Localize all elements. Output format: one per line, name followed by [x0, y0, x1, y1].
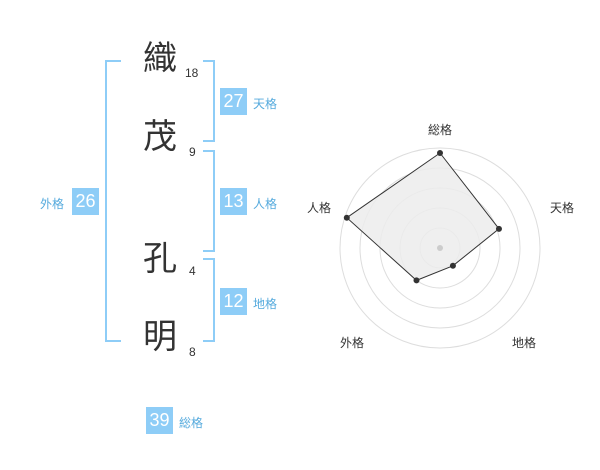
- gaikaku-label: 外格: [40, 197, 65, 211]
- name-char-3: 孔: [143, 239, 177, 279]
- name-char-3-strokes: 4: [189, 264, 196, 278]
- name-char-4-strokes: 8: [189, 345, 196, 359]
- radar-center-dot: [437, 245, 443, 251]
- chikaku-label: 地格: [253, 297, 278, 311]
- radar-point-soukaku: [437, 150, 443, 156]
- jinkaku-value: 13: [220, 188, 247, 215]
- jinkaku-label: 人格: [253, 197, 278, 211]
- radar-label-chikaku: 地格: [512, 335, 536, 350]
- radar-point-gaikaku: [413, 277, 420, 284]
- radar-label-tenkaku: 天格: [550, 200, 574, 215]
- name-char-1-strokes: 18: [185, 66, 199, 80]
- name-char-2: 茂: [143, 117, 177, 157]
- gaikaku-bracket: [105, 60, 121, 342]
- radar-points: [343, 150, 502, 284]
- radar-label-gaikaku: 外格: [340, 335, 364, 350]
- soukaku-label: 総格: [179, 416, 204, 430]
- radar-point-jinkaku: [343, 214, 350, 221]
- tenkaku-value: 27: [220, 88, 247, 115]
- tenkaku-bracket: [203, 60, 215, 142]
- radar-point-tenkaku: [495, 225, 502, 232]
- name-char-4: 明: [143, 317, 177, 357]
- gaikaku-value: 26: [72, 188, 99, 215]
- tenkaku-label: 天格: [253, 97, 278, 111]
- chikaku-bracket: [203, 258, 215, 342]
- name-char-2-strokes: 9: [189, 145, 196, 159]
- radar-ring: [339, 147, 541, 349]
- name-char-1: 織: [143, 39, 177, 79]
- radar-value-polygon: [345, 152, 500, 281]
- chikaku-value: 12: [220, 288, 247, 315]
- radar-label-jinkaku: 人格: [307, 200, 331, 215]
- radar-label-soukaku: 総格: [428, 122, 452, 137]
- radar-point-chikaku: [449, 262, 456, 269]
- soukaku-value: 39: [146, 407, 173, 434]
- jinkaku-bracket: [203, 150, 215, 252]
